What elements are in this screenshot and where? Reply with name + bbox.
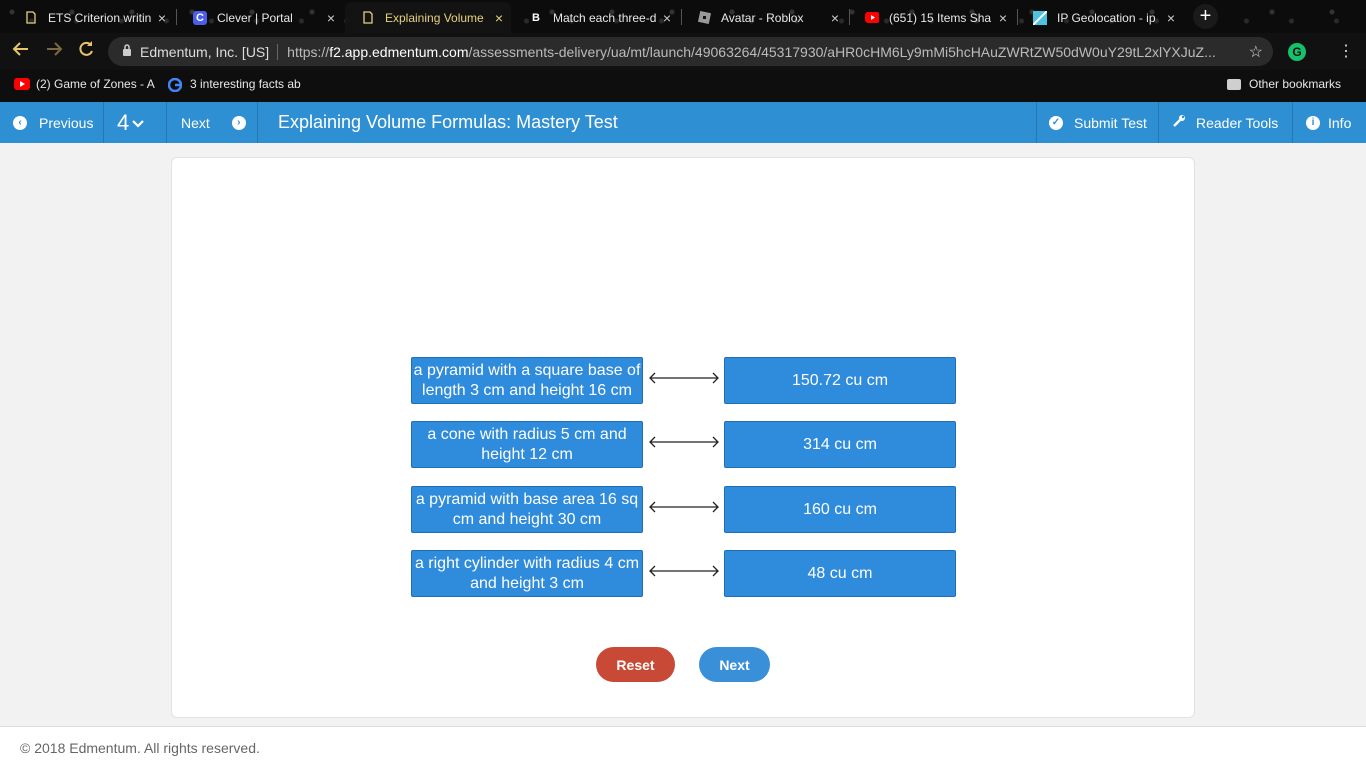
youtube-icon bbox=[14, 78, 30, 90]
double-arrow-icon bbox=[649, 436, 719, 448]
question-selector[interactable]: 4 bbox=[117, 102, 145, 143]
next-question-button[interactable]: Next › bbox=[181, 102, 246, 143]
bookmarks-bar: (2) Game of Zones - A 3 interesting fact… bbox=[0, 70, 1366, 102]
left-tile[interactable]: a right cylinder with radius 4 cm and he… bbox=[411, 550, 643, 597]
test-header: ‹ Previous 4 Next › Explaining Volume Fo… bbox=[0, 102, 1366, 143]
browser-tab[interactable]: ETS Criterion writin × bbox=[8, 2, 174, 33]
right-tile[interactable]: 150.72 cu cm bbox=[724, 357, 956, 404]
footer: © 2018 Edmentum. All rights reserved. bbox=[0, 726, 1366, 768]
site-identity[interactable]: Edmentum, Inc. [US] bbox=[140, 43, 279, 60]
browser-tab[interactable]: IP Geolocation - ip × bbox=[1017, 2, 1183, 33]
grammarly-icon[interactable]: G bbox=[1288, 43, 1306, 61]
tab-separator bbox=[681, 9, 682, 25]
left-tile[interactable]: a cone with radius 5 cm and height 12 cm bbox=[411, 421, 643, 468]
tab-separator bbox=[176, 9, 177, 25]
divider bbox=[103, 102, 104, 143]
double-arrow-icon bbox=[649, 372, 719, 384]
close-icon[interactable]: × bbox=[998, 9, 1007, 26]
divider bbox=[257, 102, 258, 143]
browser-tab[interactable]: B Match each three-d × bbox=[513, 2, 679, 33]
divider bbox=[1036, 102, 1037, 143]
browser-tab-active[interactable]: Explaining Volume × bbox=[345, 2, 511, 33]
reader-tools-button[interactable]: Reader Tools bbox=[1172, 102, 1278, 143]
right-tile[interactable]: 48 cu cm bbox=[724, 550, 956, 597]
ip-geolocation-icon bbox=[1033, 10, 1047, 25]
close-icon[interactable]: × bbox=[326, 9, 335, 26]
close-icon[interactable]: × bbox=[830, 9, 839, 26]
double-arrow-icon bbox=[649, 501, 719, 513]
divider bbox=[1158, 102, 1159, 143]
youtube-icon bbox=[865, 11, 879, 25]
close-icon[interactable]: × bbox=[662, 9, 671, 26]
bookmark-star-icon[interactable]: ☆ bbox=[1248, 43, 1263, 61]
address-bar[interactable]: Edmentum, Inc. [US] https://f2.app.edmen… bbox=[108, 37, 1273, 66]
folder-icon bbox=[1227, 78, 1241, 90]
browser-menu-icon[interactable]: ⋮ bbox=[1338, 43, 1354, 60]
close-icon[interactable]: × bbox=[1166, 9, 1175, 26]
other-bookmarks[interactable]: Other bookmarks bbox=[1227, 77, 1341, 91]
reload-icon[interactable] bbox=[74, 40, 98, 64]
close-icon[interactable]: × bbox=[157, 9, 166, 26]
document-icon bbox=[361, 11, 375, 25]
roblox-icon bbox=[697, 11, 711, 25]
bookmark-item[interactable]: (2) Game of Zones - A bbox=[14, 77, 155, 91]
tab-separator bbox=[1017, 9, 1018, 25]
test-title: Explaining Volume Formulas: Mastery Test bbox=[278, 112, 618, 132]
submit-test-button[interactable]: ✓ Submit Test bbox=[1049, 102, 1147, 143]
divider bbox=[166, 102, 167, 143]
right-tile[interactable]: 314 cu cm bbox=[724, 421, 956, 468]
document-icon bbox=[24, 11, 38, 25]
arrow-left-circle-icon: ‹ bbox=[13, 115, 27, 130]
close-icon[interactable]: × bbox=[494, 9, 503, 26]
url-text: https://f2.app.edmentum.com/assessments-… bbox=[287, 43, 1216, 60]
reset-button[interactable]: Reset bbox=[596, 647, 675, 682]
arrow-right-circle-icon: › bbox=[231, 115, 246, 130]
browser-toolbar: Edmentum, Inc. [US] https://f2.app.edmen… bbox=[0, 33, 1366, 70]
google-icon bbox=[167, 77, 184, 93]
copyright-text: © 2018 Edmentum. All rights reserved. bbox=[20, 740, 260, 756]
divider bbox=[1292, 102, 1293, 143]
left-tile[interactable]: a pyramid with a square base of length 3… bbox=[411, 357, 643, 404]
clever-icon: C bbox=[193, 10, 207, 25]
double-arrow-icon bbox=[649, 565, 719, 577]
forward-icon[interactable] bbox=[42, 40, 66, 64]
previous-button[interactable]: ‹ Previous bbox=[13, 102, 93, 143]
browser-tab[interactable]: (651) 15 Items Sha × bbox=[849, 2, 1015, 33]
next-button[interactable]: Next bbox=[699, 647, 770, 682]
new-tab-button[interactable]: + bbox=[1193, 4, 1218, 29]
info-button[interactable]: i Info bbox=[1306, 102, 1351, 143]
left-tile[interactable]: a pyramid with base area 16 sq cm and he… bbox=[411, 486, 643, 533]
chevron-down-icon bbox=[132, 115, 145, 131]
check-circle-icon: ✓ bbox=[1049, 115, 1063, 130]
right-tile[interactable]: 160 cu cm bbox=[724, 486, 956, 533]
tab-strip: ETS Criterion writin × C Clever | Portal… bbox=[0, 0, 1366, 33]
browser-tab[interactable]: Avatar - Roblox × bbox=[681, 2, 847, 33]
bookmark-item[interactable]: 3 interesting facts ab bbox=[167, 77, 301, 93]
lock-icon bbox=[122, 44, 132, 59]
question-card bbox=[171, 157, 1195, 718]
info-icon: i bbox=[1306, 115, 1320, 130]
wrench-icon bbox=[1172, 114, 1186, 131]
browser-tab[interactable]: C Clever | Portal × bbox=[177, 2, 343, 33]
back-icon[interactable] bbox=[9, 40, 33, 64]
brainly-icon: B bbox=[532, 11, 540, 24]
tab-separator bbox=[849, 9, 850, 25]
